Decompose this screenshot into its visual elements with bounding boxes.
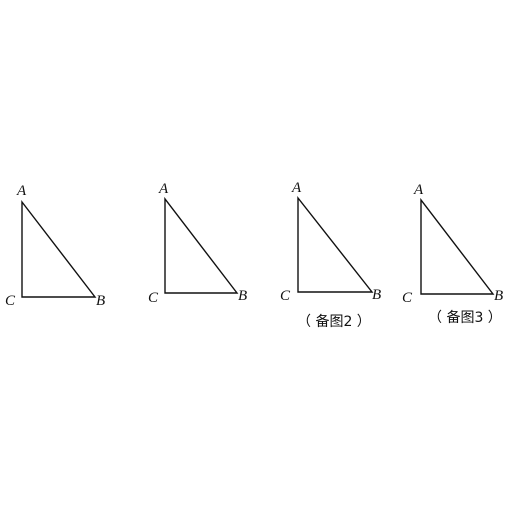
vertex-label-b: B (96, 293, 105, 309)
vertex-label-b: B (372, 287, 381, 303)
vertex-label-a: A (16, 183, 27, 199)
vertex-label-c: C (148, 290, 159, 306)
figure-caption: （ 备图3 ） (428, 309, 502, 326)
vertex-label-c: C (5, 293, 16, 309)
triangle-figure-2: A C B (148, 181, 247, 306)
vertex-label-b: B (494, 288, 503, 304)
triangle-figure-3: A C B （ 备图2 ） (280, 180, 381, 330)
vertex-label-a: A (291, 180, 302, 196)
vertex-label-c: C (402, 290, 413, 306)
triangle-4-outline (420, 197, 495, 295)
triangle-figure-1: A C B (5, 183, 105, 309)
figure-caption: （ 备图2 ） (297, 313, 371, 330)
triangle-1-outline (21, 199, 97, 298)
vertex-label-a: A (413, 182, 424, 198)
vertex-label-a: A (158, 181, 169, 197)
vertex-label-c: C (280, 288, 291, 304)
vertex-label-b: B (238, 288, 247, 304)
triangle-3-outline (297, 195, 374, 293)
triangle-figure-4: A C B （ 备图3 ） (402, 182, 503, 326)
triangle-2-outline (164, 196, 239, 294)
